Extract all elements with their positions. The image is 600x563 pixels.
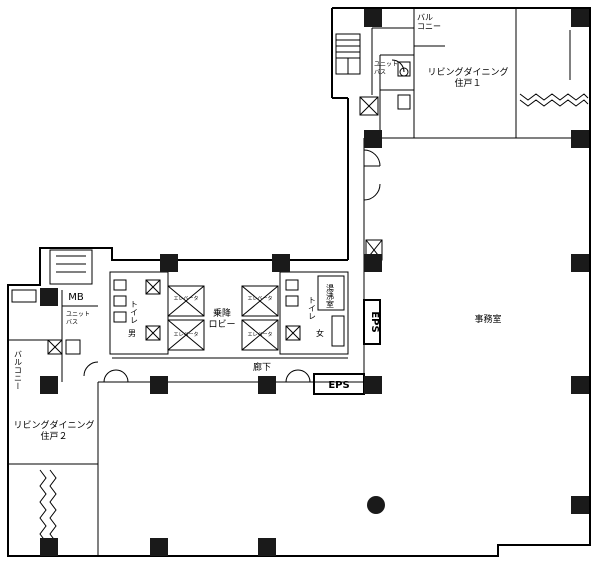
column xyxy=(364,9,382,27)
unit-bath-1-label-l2: バス xyxy=(374,69,386,76)
corridor-label: 廊下 xyxy=(253,361,271,373)
column xyxy=(150,376,168,394)
eps-vertical-box xyxy=(363,299,381,345)
lobby-label-line2: ロビー xyxy=(208,319,235,330)
core xyxy=(109,271,349,359)
living-1-label-line1: リビングダイニング xyxy=(427,66,508,78)
living-2-label-line2: 住戸２ xyxy=(40,430,67,442)
office-label: 事務室 xyxy=(474,313,501,325)
kitchenette-label: 湯沸室 xyxy=(326,283,335,308)
residence-1 xyxy=(335,8,589,138)
balcony-1-label: バルコニー xyxy=(417,13,441,31)
column xyxy=(40,538,58,556)
unit-bath-2-label-l2: バス xyxy=(66,319,78,326)
column xyxy=(160,254,178,272)
eps-vertical-label: EPS xyxy=(369,311,380,332)
balcony-1-label-l1: バル xyxy=(417,13,433,22)
column xyxy=(571,496,589,514)
column xyxy=(571,376,589,394)
elevator-label-3: エレベータ xyxy=(247,295,272,302)
column xyxy=(40,376,58,394)
room-labels: バルコニー ユニットバス リビングダイニング 住戸１ 事務室 EPS EPS 湯… xyxy=(13,13,508,442)
balcony-2-label: バルコニー xyxy=(14,350,23,390)
elevator-label-1: エレベータ xyxy=(173,295,198,302)
living-2-label-line1: リビングダイニング xyxy=(13,419,94,431)
column xyxy=(272,254,290,272)
column xyxy=(40,288,58,306)
toilet-male-label: トイレ xyxy=(130,300,139,324)
doors xyxy=(83,59,405,383)
unit-bath-2-label: ユニットバス xyxy=(66,311,90,326)
living-1-label-line2: 住戸１ xyxy=(454,77,481,89)
elevator-label-2: エレベータ xyxy=(173,331,198,338)
column xyxy=(258,538,276,556)
round-column xyxy=(367,496,385,514)
unit-bath-1-label-l1: ユニット xyxy=(374,61,398,68)
column xyxy=(364,376,382,394)
balcony-1-label-l2: コニー xyxy=(417,22,441,31)
column xyxy=(258,376,276,394)
lobby-label-line1: 乗降 xyxy=(213,307,231,319)
unit-bath-2-label-l1: ユニット xyxy=(66,311,90,318)
structural-columns xyxy=(40,9,589,556)
mb-label: MB xyxy=(68,292,84,303)
column xyxy=(571,130,589,148)
column xyxy=(571,9,589,27)
toilet-male-sign: 男 xyxy=(128,329,136,338)
elevator-label-4: エレベータ xyxy=(247,331,272,338)
eps-horizontal-label: EPS xyxy=(328,380,349,391)
column xyxy=(150,538,168,556)
toilet-female-label: トイレ xyxy=(308,296,317,320)
column xyxy=(364,130,382,148)
residence-2 xyxy=(8,249,98,543)
column xyxy=(571,254,589,272)
column xyxy=(364,254,382,272)
toilet-female-sign: 女 xyxy=(316,328,324,338)
unit-bath-1-label: ユニットバス xyxy=(374,61,398,76)
outer-walls xyxy=(7,7,591,557)
